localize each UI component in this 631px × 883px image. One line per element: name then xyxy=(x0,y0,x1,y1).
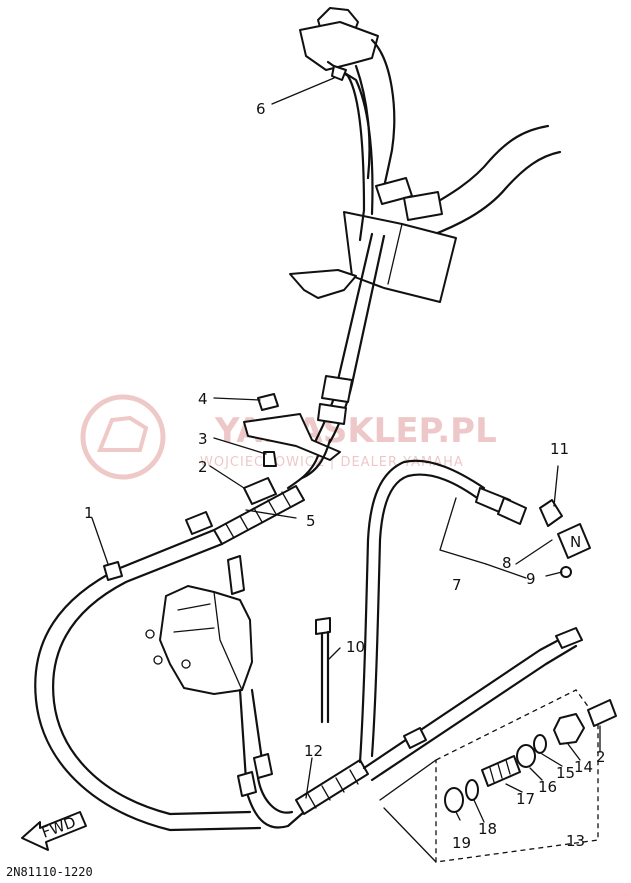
callout-13: 13 xyxy=(566,832,585,850)
callout-19: 19 xyxy=(452,834,471,852)
callout-15: 15 xyxy=(556,764,575,782)
callout-10: 10 xyxy=(346,638,365,656)
callout-2b: 2 xyxy=(596,748,606,766)
callout-9: 9 xyxy=(526,570,536,588)
callout-4: 4 xyxy=(198,390,208,408)
callout-numbers: 6 4 3 2 1 5 10 12 11 8 7 9 19 18 17 16 1… xyxy=(84,100,606,852)
callout-5: 5 xyxy=(306,512,316,530)
callout-3: 3 xyxy=(198,430,208,448)
diagram-code: 2N81110-1220 xyxy=(6,865,93,879)
callout-12: 12 xyxy=(304,742,323,760)
callout-6: 6 xyxy=(256,100,266,118)
throttle-cable xyxy=(34,438,332,832)
leader-lines xyxy=(91,77,601,823)
callout-11: 11 xyxy=(550,440,569,458)
cable-bracket xyxy=(243,393,341,467)
callout-1: 1 xyxy=(84,504,94,522)
fittings-group xyxy=(379,689,617,863)
neutral-mark: N xyxy=(570,533,581,551)
callout-17: 17 xyxy=(516,790,535,808)
callout-7: 7 xyxy=(452,576,462,594)
fwd-arrow-icon: FWD xyxy=(21,811,87,851)
neutral-switch: N xyxy=(475,487,591,578)
cable-tie xyxy=(315,617,331,724)
callout-14: 14 xyxy=(574,758,593,776)
callout-16: 16 xyxy=(538,778,557,796)
choke-cable xyxy=(246,459,583,829)
callout-2: 2 xyxy=(198,458,208,476)
handlebar-assembly xyxy=(289,7,562,444)
callout-8: 8 xyxy=(502,554,512,572)
callout-18: 18 xyxy=(478,820,497,838)
carburetor xyxy=(145,555,273,797)
